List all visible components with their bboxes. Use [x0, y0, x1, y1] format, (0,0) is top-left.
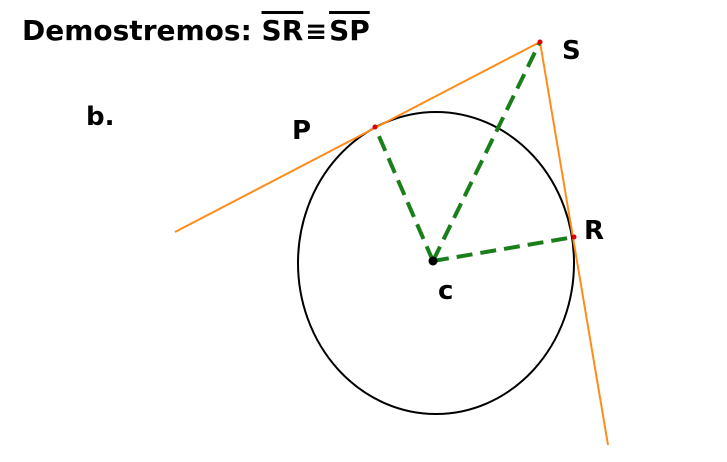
- part-label: b.: [86, 102, 115, 132]
- segment-sp: SP: [329, 14, 370, 47]
- title-prefix: Demostremos:: [22, 14, 252, 47]
- segment-cs: [431, 41, 542, 262]
- label-c: c: [438, 276, 454, 306]
- label-s: S: [562, 36, 581, 66]
- point-s: [537, 39, 543, 45]
- radius-cr: [432, 235, 575, 263]
- label-p: P: [292, 116, 312, 146]
- circle: [297, 111, 575, 415]
- point-r: [571, 234, 577, 240]
- segment-sr: SR: [261, 14, 304, 47]
- tangent-sp: [174, 41, 541, 233]
- label-r: R: [584, 216, 605, 246]
- radius-cp: [373, 126, 435, 262]
- point-p: [372, 124, 378, 130]
- title: Demostremos: SR≡SP: [22, 14, 370, 47]
- tangent-sr: [539, 41, 609, 446]
- congruent-symbol: ≡: [305, 17, 328, 47]
- point-c: [428, 256, 438, 266]
